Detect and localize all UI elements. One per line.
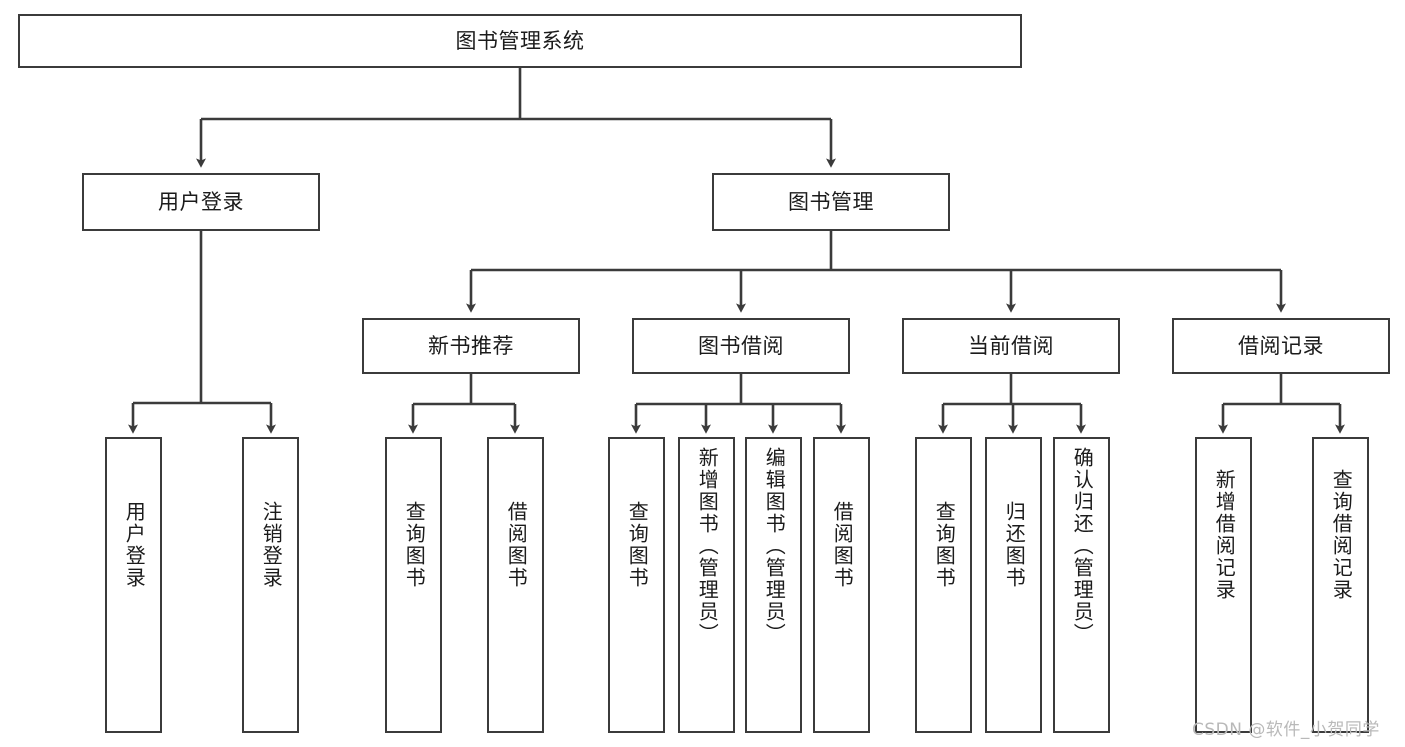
node-leaf-edit-book[interactable]: 编辑图书（管理员）: [745, 437, 802, 733]
node-leaf-user-logout[interactable]: 注销登录: [242, 437, 299, 733]
node-leaf-borrow-book-2[interactable]: 借阅图书: [813, 437, 870, 733]
node-leaf-add-record-label: 新增借阅记录: [1212, 469, 1237, 601]
node-leaf-add-book[interactable]: 新增图书（管理员）: [678, 437, 735, 733]
node-leaf-query-book-2[interactable]: 查询图书: [608, 437, 665, 733]
node-leaf-query-record[interactable]: 查询借阅记录: [1312, 437, 1369, 733]
node-book-borrow[interactable]: 图书借阅: [632, 318, 850, 374]
node-leaf-borrow-book-1[interactable]: 借阅图书: [487, 437, 544, 733]
node-root[interactable]: 图书管理系统: [18, 14, 1022, 68]
node-leaf-user-login[interactable]: 用户登录: [105, 437, 162, 733]
node-current-borrow[interactable]: 当前借阅: [902, 318, 1120, 374]
node-new-book-rec-label: 新书推荐: [428, 333, 514, 358]
node-leaf-borrow-book-2-label: 借阅图书: [830, 501, 855, 589]
node-leaf-query-book-3-label: 查询图书: [932, 501, 957, 589]
node-new-book-rec[interactable]: 新书推荐: [362, 318, 580, 374]
node-leaf-query-record-label: 查询借阅记录: [1329, 469, 1354, 601]
node-leaf-confirm-return-label: 确认归还（管理员）: [1070, 447, 1095, 645]
node-book-manage-label: 图书管理: [788, 189, 874, 214]
node-borrow-record-label: 借阅记录: [1238, 333, 1324, 358]
node-user-login[interactable]: 用户登录: [82, 173, 320, 231]
node-book-borrow-label: 图书借阅: [698, 333, 784, 358]
node-leaf-user-logout-label: 注销登录: [259, 501, 284, 589]
node-leaf-query-book-3[interactable]: 查询图书: [915, 437, 972, 733]
node-leaf-borrow-book-1-label: 借阅图书: [504, 501, 529, 589]
node-book-manage[interactable]: 图书管理: [712, 173, 950, 231]
node-leaf-return-book[interactable]: 归还图书: [985, 437, 1042, 733]
node-leaf-confirm-return[interactable]: 确认归还（管理员）: [1053, 437, 1110, 733]
node-current-borrow-label: 当前借阅: [968, 333, 1054, 358]
node-root-label: 图书管理系统: [455, 28, 585, 53]
node-leaf-add-record[interactable]: 新增借阅记录: [1195, 437, 1252, 733]
node-leaf-edit-book-label: 编辑图书（管理员）: [762, 447, 787, 645]
node-leaf-query-book-2-label: 查询图书: [625, 501, 650, 589]
node-leaf-return-book-label: 归还图书: [1002, 501, 1027, 589]
node-leaf-add-book-label: 新增图书（管理员）: [695, 447, 720, 645]
node-user-login-label: 用户登录: [158, 189, 244, 214]
csdn-watermark: CSDN @软件_小贺同学: [1192, 720, 1380, 740]
node-borrow-record[interactable]: 借阅记录: [1172, 318, 1390, 374]
node-leaf-query-book-1-label: 查询图书: [402, 501, 427, 589]
node-leaf-query-book-1[interactable]: 查询图书: [385, 437, 442, 733]
node-leaf-user-login-label: 用户登录: [122, 501, 147, 589]
